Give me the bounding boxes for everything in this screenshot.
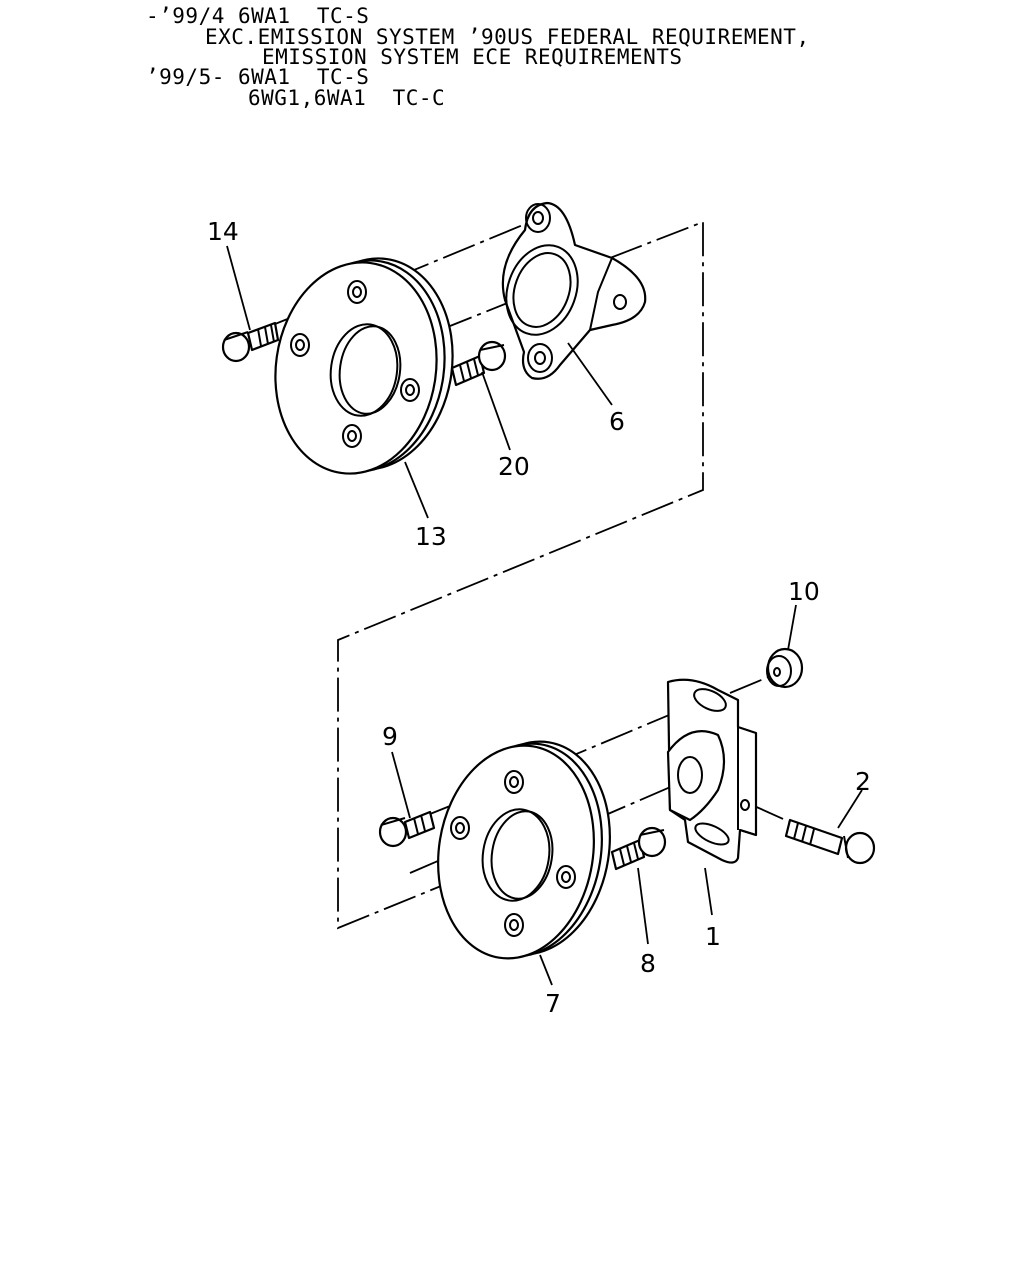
disc-part-13 xyxy=(274,257,454,475)
header-line-4: ’99/5- 6WA1 TC-S xyxy=(146,65,370,89)
header-line-1: -’99/4 6WA1 TC-S xyxy=(146,4,370,28)
bracket-part-6 xyxy=(501,201,647,380)
callout-10: 10 xyxy=(788,577,820,606)
callout-14: 14 xyxy=(207,217,239,246)
bolt-part-14 xyxy=(221,321,280,363)
header-line-3: EMISSION SYSTEM ECE REQUIREMENTS xyxy=(262,45,683,69)
nut-part-10 xyxy=(766,647,804,689)
header-line-5: 6WG1,6WA1 TC-C xyxy=(248,86,446,110)
diagram-header: -’99/4 6WA1 TC-S EXC.EMISSION SYSTEM ’90… xyxy=(0,0,1024,120)
callout-20: 20 xyxy=(498,452,530,481)
bolt-part-20 xyxy=(450,340,507,387)
disc-part-7 xyxy=(437,740,611,960)
header-line-2: EXC.EMISSION SYSTEM ’90US FEDERAL REQUIR… xyxy=(205,25,810,49)
callout-2: 2 xyxy=(855,767,871,796)
callout-6: 6 xyxy=(609,407,625,436)
callout-13: 13 xyxy=(415,522,447,551)
bracket-part-1 xyxy=(666,678,758,864)
callout-9: 9 xyxy=(382,722,398,751)
callout-8: 8 xyxy=(640,949,656,978)
callout-1: 1 xyxy=(705,922,721,951)
bolt-part-2 xyxy=(784,818,876,865)
bolt-part-9 xyxy=(378,810,436,848)
callout-7: 7 xyxy=(545,989,561,1018)
callout-labels: 14 6 20 13 10 9 2 1 8 7 xyxy=(207,217,871,1018)
leader-lines xyxy=(226,245,863,986)
bolt-part-8 xyxy=(610,826,667,871)
